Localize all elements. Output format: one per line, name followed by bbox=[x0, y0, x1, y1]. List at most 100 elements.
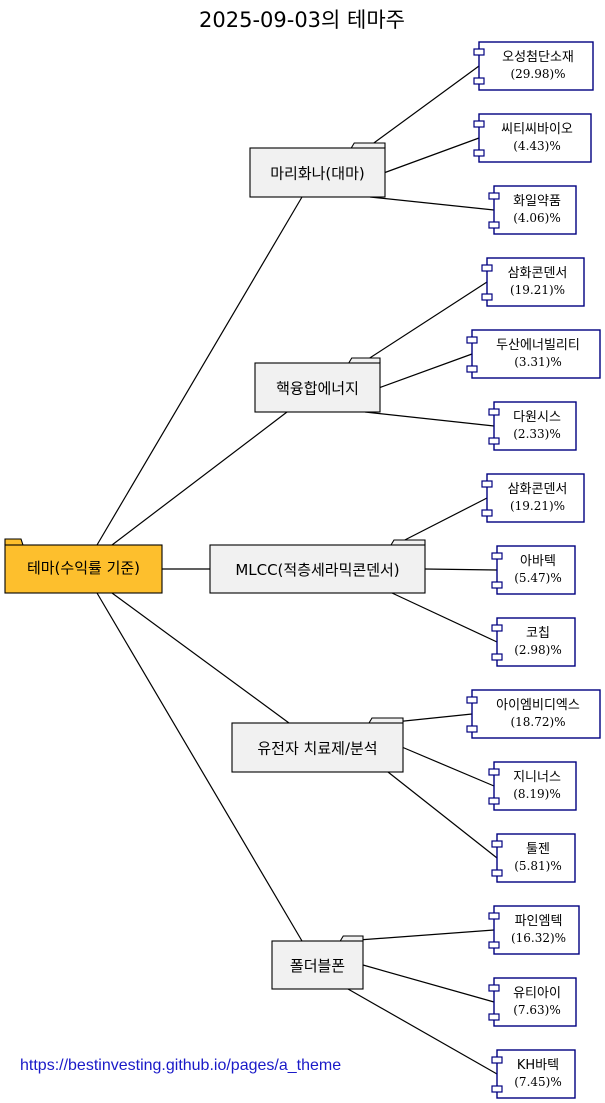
component-port bbox=[473, 77, 485, 85]
stock-node: 아바텍(5.47)% bbox=[491, 545, 576, 595]
theme-label: 유전자 치료제/분석 bbox=[257, 740, 377, 758]
stock-box bbox=[493, 185, 577, 235]
stock-box bbox=[478, 113, 592, 163]
folder-body bbox=[231, 722, 404, 773]
component-port bbox=[466, 365, 478, 373]
stock-name: 삼화콘덴서 bbox=[508, 482, 568, 497]
component-port bbox=[491, 1056, 503, 1064]
root-edge bbox=[111, 411, 288, 546]
component-port bbox=[491, 840, 503, 848]
stock-box bbox=[471, 329, 601, 379]
theme-label: 마리화나(대마) bbox=[270, 165, 365, 183]
stock-node: 유티아이(7.63)% bbox=[488, 977, 577, 1027]
theme-stock-edge bbox=[394, 497, 488, 546]
footer-link[interactable]: https://bestinvesting.github.io/pages/a_… bbox=[20, 1057, 341, 1074]
stock-box bbox=[478, 41, 594, 91]
stock-node: 코칩 (2.98)% bbox=[491, 617, 576, 667]
stock-box bbox=[496, 545, 576, 595]
component-port bbox=[473, 48, 485, 56]
folder-tab bbox=[390, 539, 426, 546]
component-port bbox=[481, 509, 493, 517]
stock-return: (7.45)% bbox=[514, 1075, 561, 1089]
theme-label: 폴더블폰 bbox=[290, 957, 345, 975]
theme-node: 유전자 치료제/분석 bbox=[231, 717, 404, 773]
component-port bbox=[491, 1085, 503, 1093]
folder-tab bbox=[4, 538, 24, 546]
stock-name: 다원시스 bbox=[513, 410, 561, 425]
theme-node: 마리화나(대마) bbox=[249, 142, 386, 198]
stock-box bbox=[493, 401, 577, 451]
component-port bbox=[488, 1013, 500, 1021]
stock-box bbox=[493, 761, 577, 811]
stock-name: 지니너스 bbox=[513, 770, 561, 785]
component-port bbox=[488, 408, 500, 416]
theme-stock-edge bbox=[366, 65, 480, 149]
root-label: 테마(수익률 기준) bbox=[27, 559, 140, 577]
stock-node: 삼화콘덴서 (19.21)% bbox=[481, 473, 585, 523]
stock-name: 오성첨단소재 bbox=[502, 50, 574, 65]
stock-name: 코칩 bbox=[526, 626, 550, 641]
component-port bbox=[491, 869, 503, 877]
page-title: 2025-09-03의 테마주 bbox=[199, 8, 405, 32]
stock-return: (19.21)% bbox=[510, 283, 565, 297]
stock-box bbox=[486, 257, 585, 307]
folder-body bbox=[249, 147, 386, 198]
stock-box bbox=[496, 1049, 576, 1099]
component-port bbox=[473, 149, 485, 157]
component-port bbox=[488, 912, 500, 920]
theme-stock-edge bbox=[344, 929, 495, 942]
stock-name: 툴젠 bbox=[526, 842, 550, 857]
theme-stock-edge bbox=[402, 746, 495, 787]
theme-node: 핵융합에너지 bbox=[254, 357, 381, 413]
theme-label: 핵융합에너지 bbox=[276, 380, 359, 398]
stock-return: (2.98)% bbox=[514, 643, 561, 657]
component-port bbox=[491, 624, 503, 632]
component-port bbox=[488, 192, 500, 200]
stock-box bbox=[493, 977, 577, 1027]
component-port bbox=[466, 696, 478, 704]
component-port bbox=[488, 437, 500, 445]
folder-tab bbox=[339, 935, 364, 942]
stock-node: 파인엠텍(16.32)% bbox=[488, 905, 580, 955]
folder-tab bbox=[368, 717, 404, 724]
component-port bbox=[491, 653, 503, 661]
component-port bbox=[481, 480, 493, 488]
component-port bbox=[488, 221, 500, 229]
folder-tab bbox=[350, 142, 386, 149]
stock-node: 두산에너빌리티(3.31)% bbox=[466, 329, 601, 379]
stock-return: (2.33)% bbox=[513, 427, 560, 441]
theme-stock-edge bbox=[387, 771, 498, 859]
component-port bbox=[466, 336, 478, 344]
stock-return: (4.43)% bbox=[513, 139, 560, 153]
root-edge bbox=[96, 196, 303, 546]
stock-node: 다원시스 (2.33)% bbox=[488, 401, 577, 451]
stock-box bbox=[471, 689, 601, 739]
stock-name: 아바텍 bbox=[520, 554, 556, 569]
root-node: 테마(수익률 기준) bbox=[4, 538, 163, 594]
stock-return: (19.21)% bbox=[510, 499, 565, 513]
stock-return: (18.72)% bbox=[510, 715, 565, 729]
stock-return: (5.81)% bbox=[514, 859, 561, 873]
component-port bbox=[473, 120, 485, 128]
stock-return: (4.06)% bbox=[513, 211, 560, 225]
theme-node: 폴더블폰 bbox=[271, 935, 364, 990]
folder-body bbox=[254, 362, 381, 413]
root-edge bbox=[111, 592, 290, 724]
stock-node: 오성첨단소재(29.98)% bbox=[473, 41, 594, 91]
stock-box bbox=[496, 617, 576, 667]
stock-name: 파인엠텍 bbox=[515, 914, 563, 929]
folder-tab bbox=[348, 357, 381, 364]
theme-stock-edge bbox=[347, 988, 498, 1075]
theme-stock-edge bbox=[379, 353, 473, 389]
theme-stock-edge bbox=[369, 196, 495, 211]
diagram-nodes: 테마(수익률 기준)마리화나(대마)핵융합에너지MLCC(적층세라믹콘덴서)유전… bbox=[4, 41, 601, 1099]
stock-node: 씨티씨바이오(4.43)% bbox=[473, 113, 592, 163]
stock-name: 유티아이 bbox=[513, 986, 561, 1001]
component-port bbox=[488, 768, 500, 776]
root-edge bbox=[96, 592, 303, 942]
stock-box bbox=[486, 473, 585, 523]
theme-stock-edge bbox=[364, 411, 495, 427]
stock-node: 툴젠 (5.81)% bbox=[491, 833, 576, 883]
stock-node: 삼화콘덴서(19.21)% bbox=[481, 257, 585, 307]
